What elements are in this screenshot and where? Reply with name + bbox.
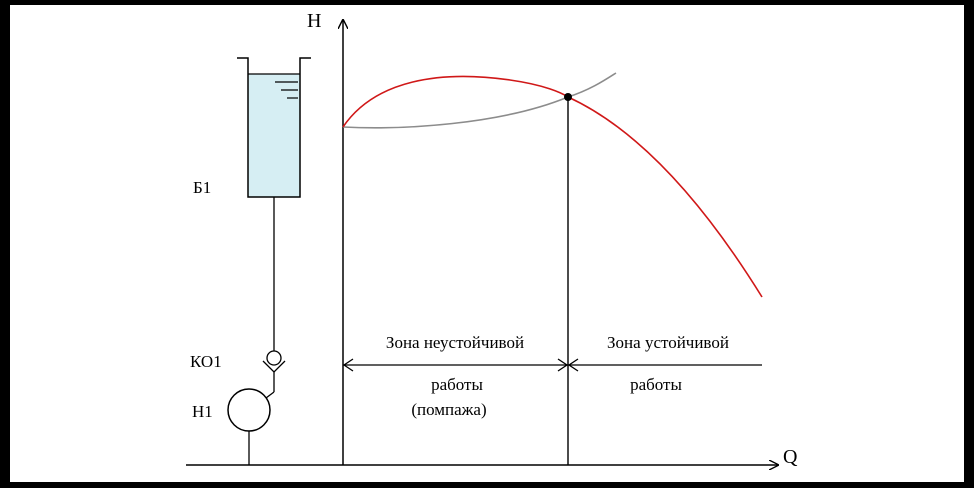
- diagram-panel: [10, 5, 964, 482]
- x-axis-label: Q: [783, 446, 798, 468]
- stable-arrow-left-head: [567, 358, 579, 372]
- unstable-zone-label-1: Зона неустойчивой: [386, 333, 524, 352]
- stable-zone-label-1: Зона устойчивой: [607, 333, 729, 352]
- pump-outlet: [265, 391, 275, 399]
- pump-label: Н1: [192, 402, 213, 421]
- unstable-zone-label-3: (помпажа): [411, 400, 486, 419]
- check-valve-ko1: [262, 350, 286, 373]
- tank-water: [248, 74, 300, 197]
- system-curve: [342, 72, 617, 129]
- unstable-zone-label-2: работы: [431, 375, 483, 394]
- unstable-arrow-left-head: [342, 358, 354, 372]
- tank-b1: [237, 57, 311, 198]
- valve-ball: [266, 350, 282, 366]
- pump-n1: [227, 388, 275, 465]
- stable-zone-label-2: работы: [630, 375, 682, 394]
- tank-label: Б1: [193, 178, 211, 197]
- pump-curve: [342, 75, 763, 298]
- y-axis-label: H: [307, 10, 321, 32]
- unstable-arrow-right-head: [557, 358, 569, 372]
- check-valve-label: КО1: [190, 352, 222, 371]
- pump-body: [227, 388, 271, 432]
